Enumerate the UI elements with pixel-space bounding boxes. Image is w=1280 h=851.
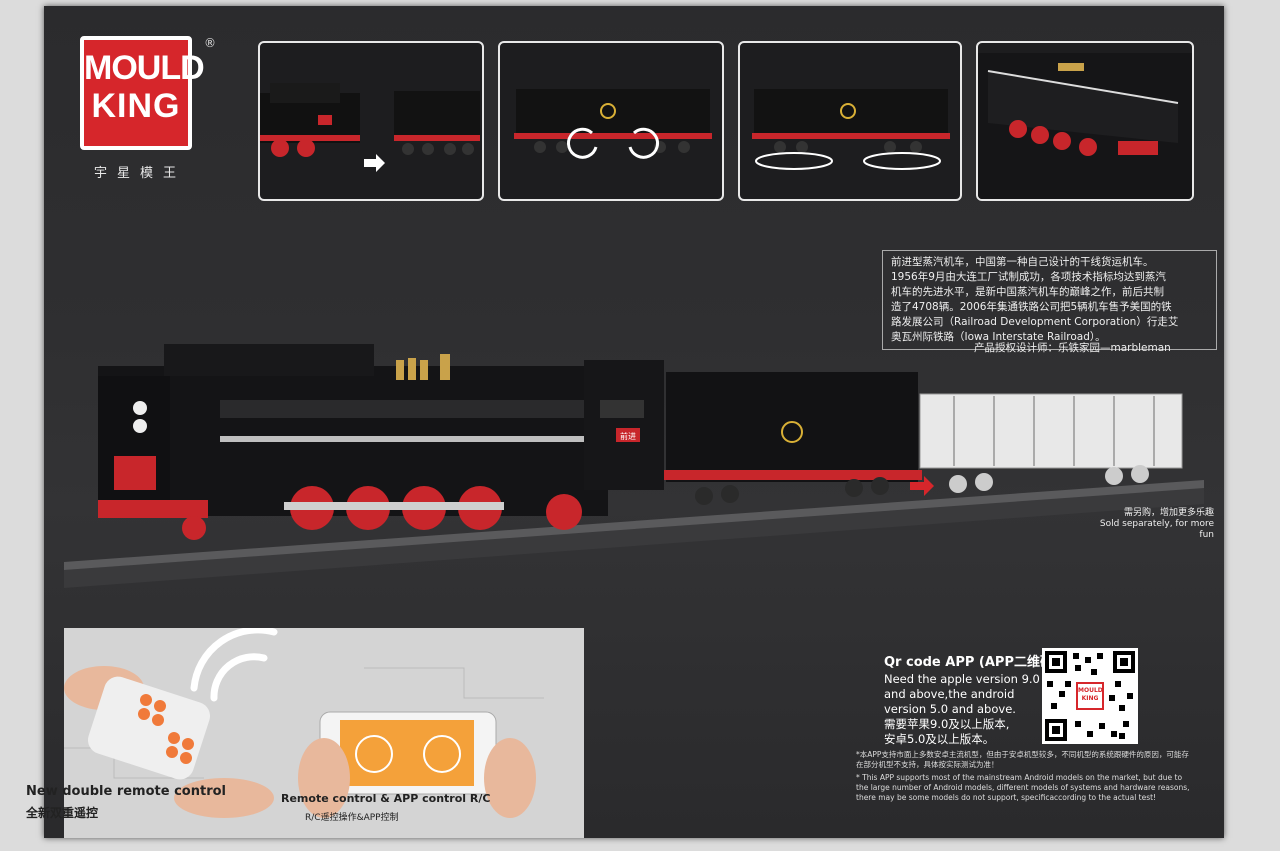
qr-pattern [1045,651,1135,741]
info-line: 1956年9月由大连工厂试制成功，各项技术指标均达到蒸汽 [891,271,1166,283]
logo-line2: KING [91,87,181,125]
rotate-left-icon [567,127,598,159]
info-line: 奥瓦州际铁路（Iowa Interstate Railroad）。 [891,331,1106,343]
panel-2-illustration [514,89,712,159]
railway-emblem-icon [781,421,803,443]
swivel-indicator-icon [863,152,941,170]
locomotive-history-text: 前进型蒸汽机车，中国第一种自己设计的干线货运机车。 1956年9月由大连工厂试制… [882,250,1217,350]
sold-cn: 需另购，增加更多乐趣 [1123,508,1214,518]
box-back-panel: MOULD KING ® 宇星模王 [44,6,1224,838]
feature-panel-2 [498,41,724,201]
sub-brand: 宇星模王 [93,166,186,181]
qr-center-line2: KING [1081,695,1099,702]
loco-name-plate: 前进 [620,431,636,441]
panel-4-illustration [978,53,1192,199]
remote-label-en: New double remote control [26,784,226,799]
note-cn: *本APP支持市面上多数安卓主流机型，但由于安卓机型较多，不同机型的系统跟硬件的… [856,750,1189,769]
qr-requirements: Need the apple version 9.0 and above,the… [884,672,1054,747]
driving-wheels [182,486,582,540]
feature-panel-3 [738,41,962,201]
qr-center-line1: MOULD [1078,687,1103,694]
designer-credit: 产品授权设计师：乐铁家园—marbleman [974,342,1171,354]
hopper-wagon [919,393,1183,469]
tender [666,372,918,482]
headlight-icon [133,401,147,415]
panel-3-illustration [752,89,950,170]
qr-code[interactable]: MOULD KING [1042,648,1138,744]
info-line: 路发展公司（Railroad Development Corporation）行… [891,316,1179,328]
info-line: 前进型蒸汽机车，中国第一种自己设计的干线货运机车。 [891,256,1154,268]
sold-separately-note: 需另购，增加更多乐趣 Sold separately, for more fun [1084,508,1214,541]
qr-line: 需要苹果9.0及以上版本, [884,717,1010,731]
note-en: * This APP supports most of the mainstre… [856,773,1190,802]
info-line: 机车的先进水平，是新中国蒸汽机车的巅峰之作，前后共制 [891,286,1164,298]
swivel-indicator-icon [755,152,833,170]
app-compatibility-notes: *本APP支持市面上多数安卓主流机型，但由于安卓机型较多，不同机型的系统跟硬件的… [856,750,1196,803]
arrow-right-icon [910,476,934,496]
app-control-label-en: Remote control & APP control R/C [281,792,491,805]
info-line: 造了4708辆。2006年集通铁路公司把5辆机车售予美国的铁 [891,301,1172,313]
mould-king-logo: MOULD KING [80,36,205,150]
qr-line: and above,the android [884,687,1015,701]
app-control-label-cn: R/C遥控操作&APP控制 [305,813,399,823]
headlight-icon [133,419,147,433]
rotate-right-icon [628,127,659,159]
railway-emblem-icon [840,103,856,119]
remote-control-section [64,628,584,838]
remote-control-illustration [64,628,584,838]
qr-line: Need the apple version 9.0 [884,672,1040,686]
qr-title: Qr code APP (APP二维码) [884,655,1059,670]
feature-panel-1 [258,41,484,201]
railway-emblem-icon [600,103,616,119]
panel-1-illustration [260,83,480,172]
qr-center-logo: MOULD KING [1076,682,1104,710]
logo-line1: MOULD [84,49,205,87]
arrow-right-icon [364,154,385,172]
brass-fittings [396,354,450,380]
train-illustration: 前进 [64,344,1204,588]
wifi-signal-icon [190,628,278,702]
remote-controller-icon [87,676,211,780]
qr-line: version 5.0 and above. [884,702,1016,716]
qr-line: 安卓5.0及以上版本。 [884,732,995,746]
registered-mark: ® [204,36,216,50]
feature-panel-4 [976,41,1194,201]
sold-en: Sold separately, for more fun [1099,519,1214,540]
remote-label-cn: 全新双重遥控 [26,806,99,820]
